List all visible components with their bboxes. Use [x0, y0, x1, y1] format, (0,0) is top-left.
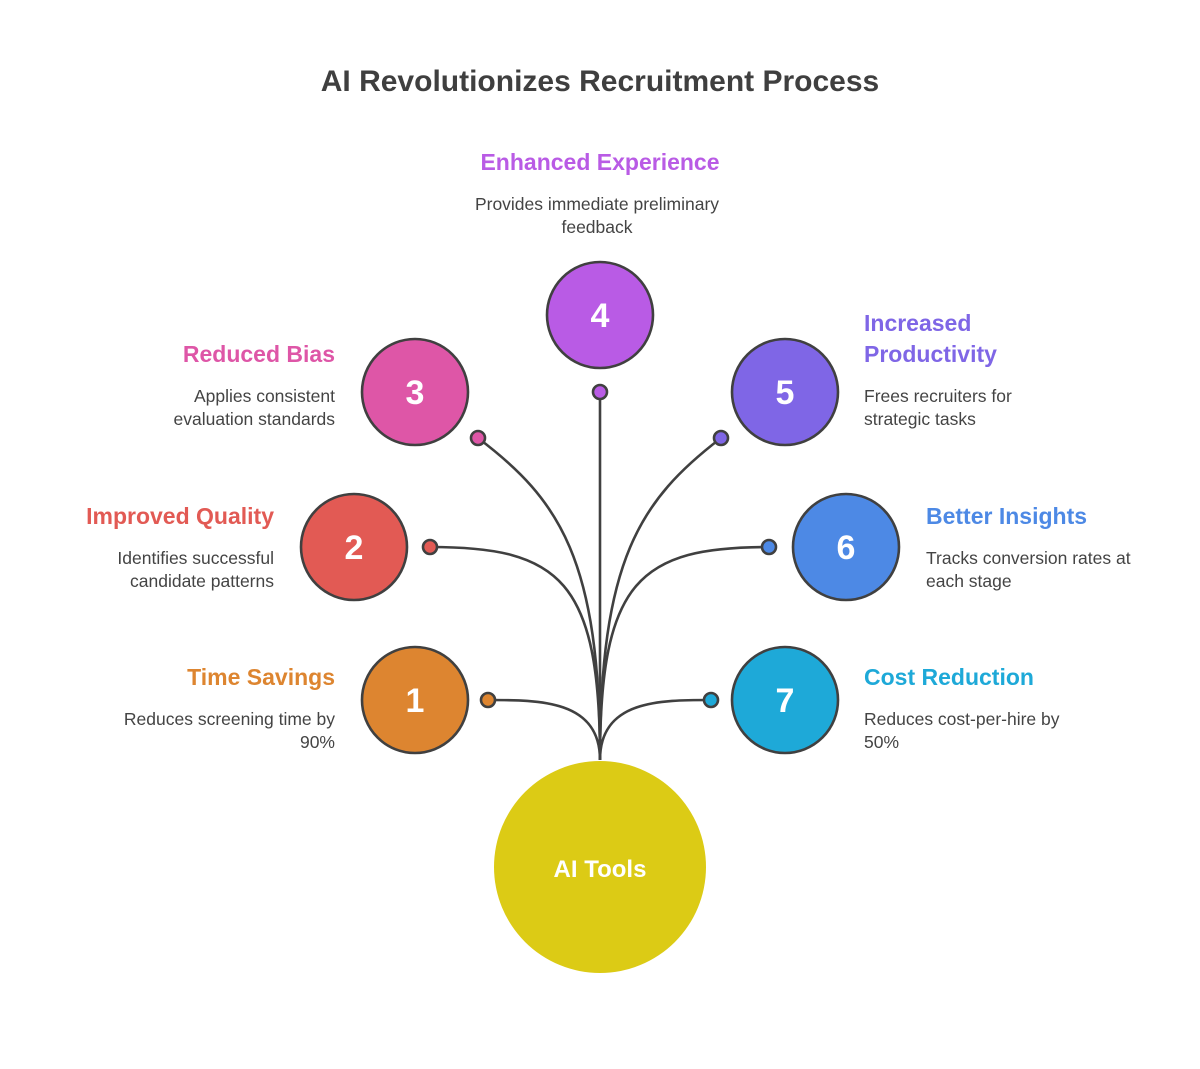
item-better-insights: 6 Better Insights Tracks conversion rate…: [760, 492, 1131, 602]
desc-time-savings-line-1: Reduces screening time by: [124, 709, 335, 729]
number-7: 7: [776, 682, 795, 720]
connector-lines: [429, 392, 770, 761]
connector-7: [598, 698, 712, 761]
desc-reduced-bias-line-2: evaluation standards: [174, 409, 336, 429]
number-4: 4: [591, 297, 610, 335]
number-circle-2: [299, 492, 409, 602]
connector-3: [477, 436, 602, 761]
number-1: 1: [406, 682, 425, 720]
heading-time-savings: Time Savings: [187, 664, 335, 690]
connector-6: [598, 545, 770, 761]
desc-improved-quality-line-2: candidate patterns: [130, 571, 274, 591]
dot-4: [591, 383, 609, 401]
center-label: AI Tools: [554, 856, 647, 883]
desc-better-insights-line-1: Tracks conversion rates at: [926, 548, 1131, 568]
dot-6: [760, 538, 778, 556]
number-circle-1: [360, 645, 470, 755]
dot-1: [479, 691, 497, 709]
number-2: 2: [345, 529, 364, 567]
desc-increased-productivity-line-2: strategic tasks: [864, 409, 976, 429]
number-5: 5: [776, 374, 795, 412]
desc-increased-productivity-line-1: Frees recruiters for: [864, 386, 1012, 406]
desc-improved-quality-line-1: Identifies successful: [117, 548, 274, 568]
dot-7: [702, 691, 720, 709]
heading-cost-reduction: Cost Reduction: [864, 664, 1034, 690]
desc-enhanced-experience-line-1: Provides immediate preliminary: [475, 194, 719, 214]
desc-better-insights-line-2: each stage: [926, 571, 1012, 591]
heading-enhanced-experience: Enhanced Experience: [480, 149, 719, 175]
connector-5: [598, 436, 722, 761]
center-circle: [494, 761, 706, 973]
item-increased-productivity: 5 Increased Productivity Frees recruiter…: [712, 310, 1012, 447]
connector-1: [487, 698, 602, 761]
desc-enhanced-experience-line-2: feedback: [561, 217, 632, 237]
number-circle-7: [730, 645, 840, 755]
diagram-title: AI Revolutionizes Recruitment Process: [321, 65, 880, 98]
desc-time-savings-line-2: 90%: [300, 732, 335, 752]
heading-reduced-bias: Reduced Bias: [183, 341, 335, 367]
item-time-savings: 1 Time Savings Reduces screening time by…: [124, 645, 497, 755]
number-circle-6: [791, 492, 901, 602]
heading-increased-productivity-line-2: Productivity: [864, 341, 997, 367]
desc-cost-reduction-line-2: 50%: [864, 732, 899, 752]
item-cost-reduction: 7 Cost Reduction Reduces cost-per-hire b…: [702, 645, 1060, 755]
number-6: 6: [837, 529, 856, 567]
desc-cost-reduction-line-1: Reduces cost-per-hire by: [864, 709, 1060, 729]
desc-reduced-bias-line-1: Applies consistent: [194, 386, 335, 406]
item-improved-quality: 2 Improved Quality Identifies successful…: [86, 492, 439, 602]
number-circle-5: [730, 337, 840, 447]
number-3: 3: [406, 374, 425, 412]
dot-5: [712, 429, 730, 447]
center-hub: AI Tools: [494, 761, 706, 973]
dot-2: [421, 538, 439, 556]
number-circle-4: [545, 260, 655, 370]
number-circle-3: [360, 337, 470, 447]
item-reduced-bias: 3 Reduced Bias Applies consistent evalua…: [174, 337, 487, 447]
dot-3: [469, 429, 487, 447]
heading-improved-quality: Improved Quality: [86, 503, 274, 529]
heading-increased-productivity-line-1: Increased: [864, 310, 971, 336]
heading-better-insights: Better Insights: [926, 503, 1087, 529]
item-enhanced-experience: 4 Enhanced Experience Provides immediate…: [475, 149, 720, 401]
